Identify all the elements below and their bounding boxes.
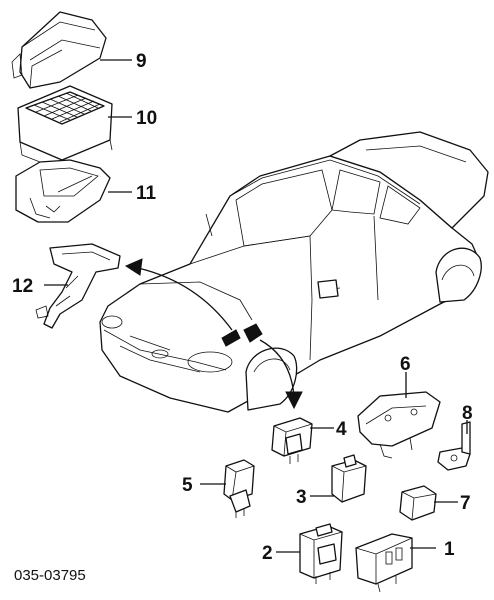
fuse-box-cover (11, 11, 107, 89)
location-arrows (124, 258, 303, 410)
label-part-8: 8 (462, 403, 473, 424)
label-part-11: 11 (136, 183, 157, 204)
reference-code: 035-03795 (14, 567, 86, 584)
relay-bracket-6 (357, 391, 441, 459)
label-part-12: 12 (12, 276, 33, 297)
label-part-3: 3 (296, 487, 307, 508)
fuse-block (17, 85, 113, 173)
label-part-2: 2 (262, 543, 273, 564)
fuse-box-lower-case (15, 159, 111, 223)
label-part-10: 10 (136, 108, 157, 129)
label-part-9: 9 (136, 51, 147, 72)
label-part-1: 1 (444, 539, 455, 560)
label-part-5: 5 (182, 475, 193, 496)
bracket-8 (437, 421, 471, 471)
mounting-bracket (35, 243, 121, 329)
part-number-labels: 1 2 3 4 5 6 7 8 9 10 11 12 (12, 51, 473, 564)
relay-2 (299, 523, 343, 584)
label-part-7: 7 (460, 493, 471, 514)
label-part-4: 4 (336, 419, 347, 440)
relay-4 (271, 417, 313, 464)
relay-5 (223, 459, 255, 518)
car-outline (99, 131, 489, 413)
relay-7 (399, 485, 437, 521)
label-part-6: 6 (400, 354, 411, 375)
relay-location-marks (221, 323, 263, 347)
control-module-1 (355, 533, 413, 593)
relay-3 (331, 454, 367, 503)
